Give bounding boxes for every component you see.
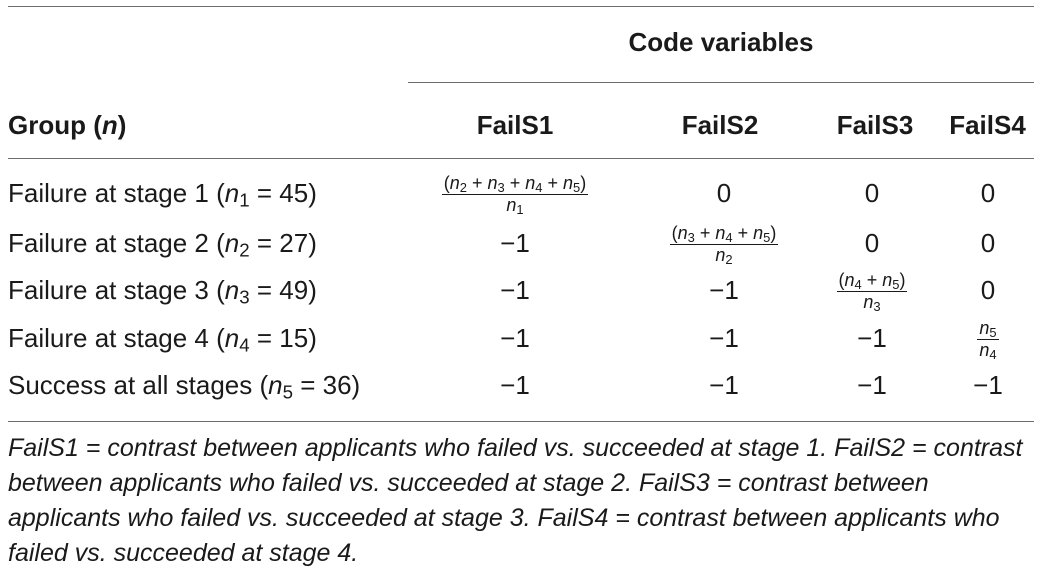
code-variables-heading: Code variables: [628, 27, 814, 57]
table-cell-value: −1: [709, 370, 739, 400]
row-label: Failure at stage 3 (n3 = 49): [8, 275, 317, 308]
code-variables-rule: [408, 82, 1034, 83]
group-header-label: Group (: [8, 110, 102, 140]
group-column-header: Group (n): [8, 110, 126, 140]
fraction-numerator: (n4 + n5): [836, 270, 908, 293]
table-cell-value: −1: [709, 323, 739, 353]
table-cell-value: −1: [857, 323, 887, 353]
bottom-rule: [8, 421, 1034, 422]
table-cell-fraction: (n3 + n4 + n5)n2: [669, 223, 779, 268]
fraction-numerator: (n3 + n4 + n5): [669, 223, 779, 246]
row-label: Failure at stage 4 (n4 = 15): [8, 323, 317, 356]
fraction-denominator: n1: [506, 195, 524, 218]
table-cell-value: 0: [980, 228, 996, 258]
group-header-n: n: [101, 110, 118, 140]
table-cell-value: −1: [500, 323, 530, 353]
column-header-fails4: FailS4: [949, 110, 1026, 140]
column-header-fails3: FailS3: [836, 110, 914, 140]
table-cell-fraction: (n2 + n3 + n4 + n5)n1: [441, 173, 589, 218]
header-rule: [8, 158, 1034, 159]
column-header-fails2: FailS2: [681, 110, 759, 140]
fraction-numerator: (n2 + n3 + n4 + n5): [441, 173, 589, 196]
table-cell-value: 0: [864, 178, 880, 208]
table-cell-value: −1: [500, 275, 530, 305]
top-rule: [8, 6, 1034, 7]
table-footnote: FailS1 = contrast between applicants who…: [8, 434, 1023, 567]
table-cell-value: 0: [716, 178, 732, 208]
group-header-close: ): [117, 110, 127, 140]
table-cell-value: −1: [709, 275, 739, 305]
row-label: Failure at stage 1 (n1 = 45): [8, 178, 317, 211]
fraction-denominator: n3: [863, 292, 881, 315]
row-label: Success at all stages (n5 = 36): [8, 370, 361, 403]
table-cell-value: −1: [857, 370, 887, 400]
fraction-numerator: n5: [977, 318, 999, 341]
table-cell-value: −1: [500, 228, 530, 258]
row-label: Failure at stage 2 (n2 = 27): [8, 228, 317, 261]
fraction-denominator: n4: [979, 340, 997, 363]
table-cell-value: −1: [973, 370, 1003, 400]
table-cell-value: 0: [980, 178, 996, 208]
table-cell-fraction: (n4 + n5)n3: [836, 270, 908, 315]
fraction-denominator: n2: [715, 245, 733, 268]
column-header-fails1: FailS1: [476, 110, 554, 140]
table-cell-value: 0: [980, 275, 996, 305]
table-cell-value: 0: [864, 228, 880, 258]
table-cell-value: −1: [500, 370, 530, 400]
